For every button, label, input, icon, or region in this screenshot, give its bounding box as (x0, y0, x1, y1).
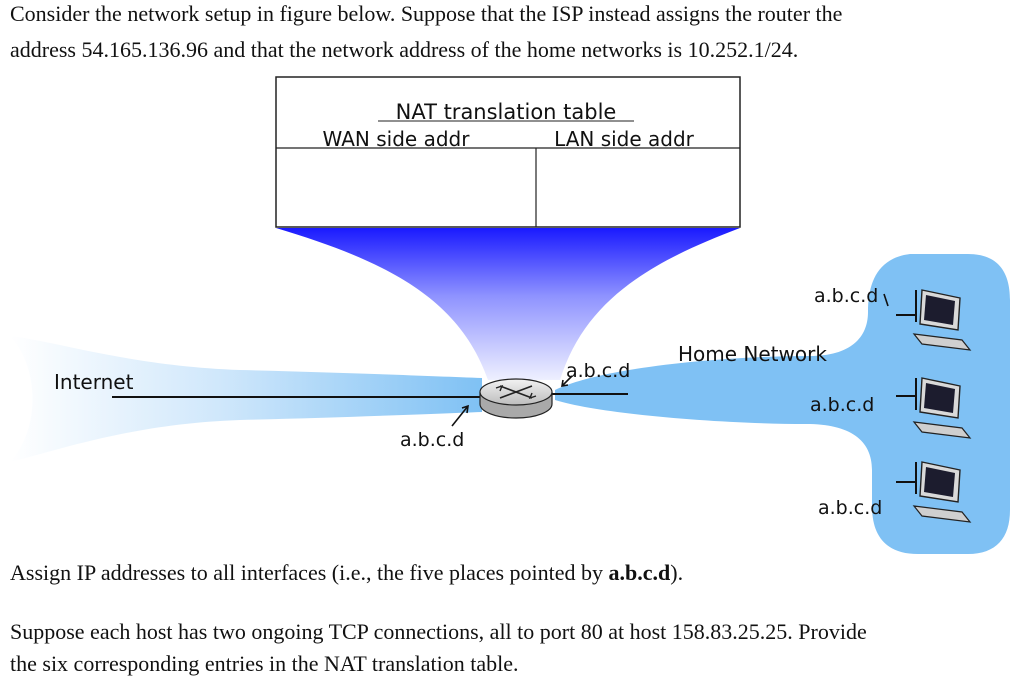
router-lan-label: a.b.c.d (566, 360, 630, 382)
home-network-cloud (555, 254, 1010, 554)
assign-suffix: ). (670, 560, 684, 585)
nat-funnel (276, 228, 740, 380)
host-3-computer-icon (912, 461, 972, 523)
assign-prefix: Assign IP addresses to all interfaces (i… (10, 560, 609, 585)
router-icon (479, 378, 553, 419)
lan-side-header: LAN side addr (554, 127, 695, 151)
question-intro-line-2: address 54.165.136.96 and that the netwo… (10, 37, 799, 62)
host-3-label: a.b.c.d (818, 497, 882, 519)
router-lan-arrow (561, 375, 573, 387)
ports-instruction-line-2: the six corresponding entries in the NAT… (10, 651, 519, 676)
ports-instruction-line-1: Suppose each host has two ongoing TCP co… (10, 619, 867, 644)
nat-translation-table: NAT translation table WAN side addr LAN … (275, 76, 741, 228)
internet-label: Internet (54, 370, 134, 394)
wan-side-header: WAN side addr (323, 127, 471, 151)
host-2-computer-icon (912, 377, 972, 439)
router-wan-label: a.b.c.d (400, 429, 464, 451)
nat-table-title: NAT translation table (396, 100, 617, 124)
host-1-label: a.b.c.d (814, 285, 878, 307)
assign-bold-placeholder: a.b.c.d (608, 560, 671, 585)
host-1-computer-icon (912, 289, 972, 351)
home-network-label: Home Network (678, 342, 827, 366)
internet-cloud (10, 336, 482, 462)
host-2-label: a.b.c.d (810, 394, 874, 416)
router-wan-arrow (451, 404, 469, 427)
assign-instruction: Assign IP addresses to all interfaces (i… (10, 557, 683, 589)
question-intro-line-1: Consider the network setup in figure bel… (10, 1, 843, 26)
